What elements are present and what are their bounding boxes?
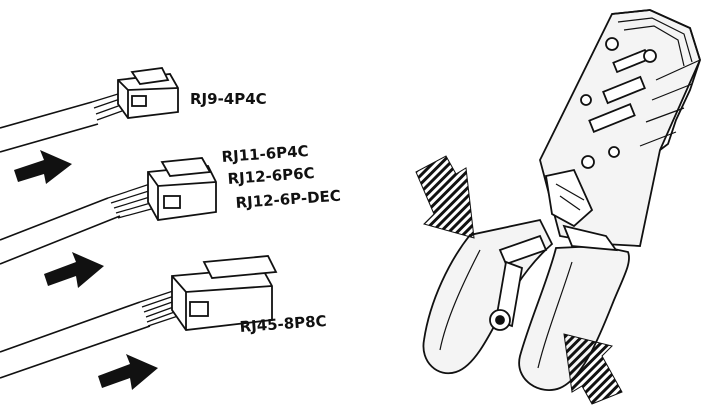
squeeze-arrow-icon [415, 155, 475, 239]
connector-rj45 [171, 255, 278, 331]
label-rj11: RJ11-6P4C [221, 142, 309, 166]
connector-rj9 [117, 67, 179, 119]
insert-arrow-icon [14, 150, 72, 184]
label-rj9: RJ9-4P4C [190, 90, 267, 108]
label-rj12-dec: RJ12-6P-DEC [235, 187, 341, 212]
cable-rj45 [0, 289, 182, 379]
connector-rj11 [147, 157, 217, 221]
insert-arrow-icon [98, 354, 158, 390]
crimp-tool [422, 9, 701, 391]
label-rj11-group: RJ11-6P4C RJ12-6P6C RJ12-6P-DEC [221, 142, 341, 212]
squeeze-arrow-icon [563, 333, 623, 405]
cable-rj11 [0, 183, 156, 265]
insert-arrow-icon [44, 252, 104, 288]
label-rj12-6p6c: RJ12-6P6C [227, 164, 315, 188]
cable-rj9 [0, 93, 123, 153]
